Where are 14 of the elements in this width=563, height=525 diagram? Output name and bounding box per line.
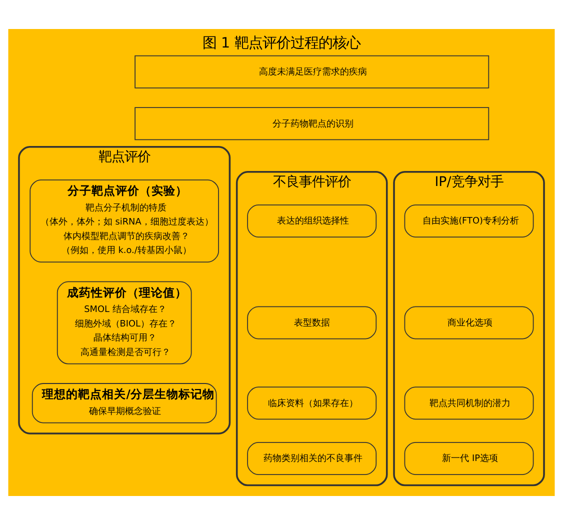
node-box: 成药性评价（理论值） SMOL 结合域存在？ 细胞外域（BIOL）存在？ 晶体结构可用？ 高通量检测是否可行？: [56, 281, 192, 364]
node-box: 表型数据: [247, 306, 377, 340]
node-box: 自由实施(FTO)专利分析: [404, 204, 534, 238]
node-box: 分子药物靶点的识别: [134, 107, 490, 140]
node-box: 靶点共同机制的潜力: [404, 386, 534, 420]
node-box: 临床资料（如果存在）: [247, 386, 377, 420]
node-box: 表达的组织选择性: [247, 204, 377, 238]
node-box: 新一代 IP选项: [404, 442, 534, 476]
node-box: 商业化选项: [404, 306, 534, 340]
node-box: 高度未满足医疗需求的疾病: [134, 55, 490, 88]
node-box: 药物类别相关的不良事件: [247, 442, 377, 476]
diagram-title: 图 1 靶点评价过程的核心: [202, 36, 361, 52]
node-box: 分子靶点评价（实验） 靶点分子机制的特质 （体外，体外；如 siRNA，细胞过度表达） 体内模型靶点调节的疾病改善？ （例如，使用 k.o./转基因小鼠）: [30, 179, 219, 262]
node-box: 理想的靶点相关/分层生物标记物 确保早期概念验证: [32, 383, 217, 424]
